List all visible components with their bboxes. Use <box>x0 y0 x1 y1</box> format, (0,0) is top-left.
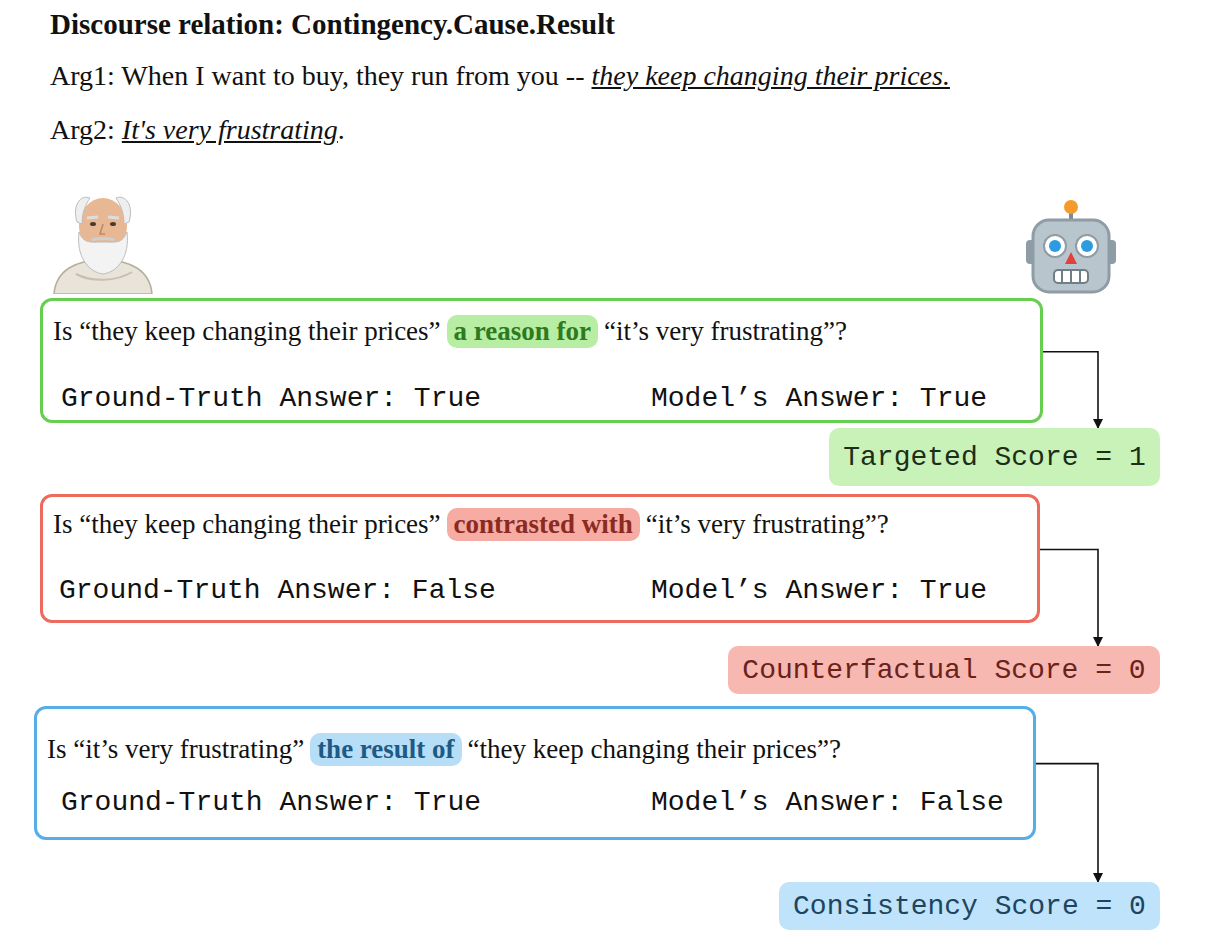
question-text: “it’s very frustrating”? <box>604 316 847 347</box>
question-box: Is “they keep changing their prices”a re… <box>40 298 1043 423</box>
elbow-arrow <box>1043 352 1098 428</box>
socrates-illustration <box>46 184 160 294</box>
argument-line: Arg1: When I want to buy, they run from … <box>50 60 957 92</box>
question-line: Is “it’s very frustrating”the result of“… <box>47 733 847 766</box>
argument-span: It's very frustrating <box>122 114 338 146</box>
question-text: Is “they keep changing their prices” <box>53 509 441 540</box>
model-answer: Model’s Answer: False <box>651 787 1004 818</box>
argument-text: Arg2: <box>50 114 115 146</box>
relation-highlight: the result of <box>310 733 461 766</box>
elbow-arrow <box>1036 764 1098 882</box>
score-text: Counterfactual Score = 0 <box>742 655 1145 686</box>
argument-line: Arg2:It's very frustrating. <box>50 114 352 146</box>
ground-truth-answer: Ground-Truth Answer: True <box>61 787 481 818</box>
robot-icon <box>1024 198 1118 296</box>
diagram-title: Discourse relation: Contingency.Cause.Re… <box>50 8 615 41</box>
model-answer: Model’s Answer: True <box>651 575 987 606</box>
model-answer: Model’s Answer: True <box>651 383 987 414</box>
question-line: Is “they keep changing their prices”a re… <box>53 315 853 348</box>
question-text: Is “they keep changing their prices” <box>53 316 441 347</box>
question-text: “it’s very frustrating”? <box>646 509 889 540</box>
question-text: “they keep changing their prices”? <box>468 734 841 765</box>
score-box: Targeted Score = 1 <box>829 428 1160 486</box>
question-box: Is “they keep changing their prices”cont… <box>40 494 1040 623</box>
score-text: Targeted Score = 1 <box>843 442 1145 473</box>
relation-highlight: contrasted with <box>447 508 640 541</box>
score-box: Counterfactual Score = 0 <box>728 646 1160 694</box>
question-text: Is “it’s very frustrating” <box>47 734 304 765</box>
question-box: Is “it’s very frustrating”the result of“… <box>34 706 1036 840</box>
ground-truth-answer: Ground-Truth Answer: True <box>61 383 481 414</box>
argument-span: they keep changing their prices. <box>592 60 950 92</box>
score-text: Consistency Score = 0 <box>793 891 1146 922</box>
score-box: Consistency Score = 0 <box>779 882 1160 930</box>
ground-truth-answer: Ground-Truth Answer: False <box>59 575 496 606</box>
relation-highlight: a reason for <box>447 315 598 348</box>
argument-text: . <box>338 114 345 146</box>
argument-text: Arg1: When I want to buy, they run from … <box>50 60 585 92</box>
question-line: Is “they keep changing their prices”cont… <box>53 508 895 541</box>
elbow-arrow <box>1040 549 1098 646</box>
